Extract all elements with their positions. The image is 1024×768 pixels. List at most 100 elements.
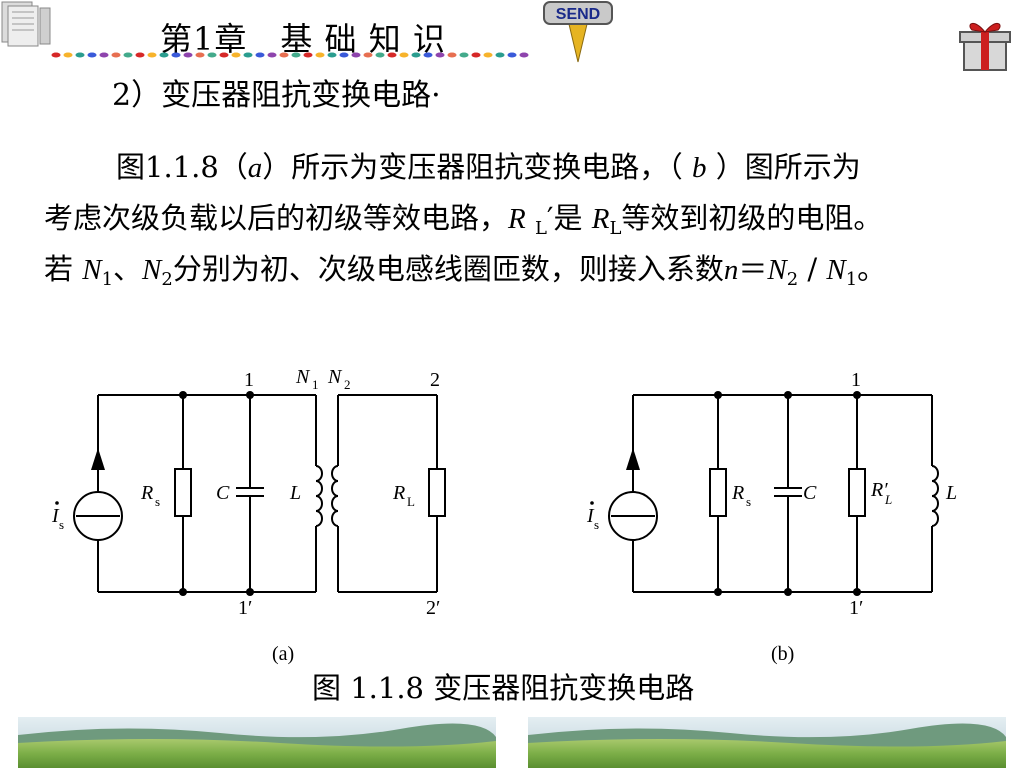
node-label: 1′ — [238, 597, 252, 619]
rl-prime-label: R′ — [870, 479, 888, 501]
rs-label: R — [140, 482, 153, 504]
text-span: 图1.1.8（ — [116, 150, 248, 184]
decorative-dot — [447, 52, 457, 58]
source-sub: s — [59, 517, 64, 532]
decorative-dot — [507, 52, 517, 58]
decorative-dot — [327, 52, 337, 58]
source-sub: s — [594, 517, 599, 532]
decorative-dot — [183, 52, 193, 58]
decorative-dot — [351, 52, 361, 58]
node-label: 2′ — [426, 597, 440, 619]
decorative-dot — [171, 52, 181, 58]
text-span: 。 — [857, 252, 887, 286]
source-arrow-b — [626, 448, 640, 470]
var-b: b — [692, 152, 707, 184]
rs-label: R — [731, 482, 744, 504]
node-label: 1 — [851, 369, 861, 391]
resistor-rs-a — [174, 468, 192, 517]
c-label: C — [216, 482, 230, 504]
text-span: ）图所示为 — [706, 150, 861, 184]
source-dot — [590, 501, 594, 505]
book-icon — [1, 1, 51, 47]
paragraph-line-2: 考虑次级负载以后的初级等效电路，R L′是 RL等效到初级的电阻。 — [44, 193, 1024, 244]
decorative-dot — [399, 52, 409, 58]
resistor-rl-prime-b — [848, 468, 866, 517]
n2-label: N — [327, 366, 343, 388]
l-label: L — [945, 482, 957, 504]
decorative-dot — [231, 52, 241, 58]
text-span: ′是 — [546, 201, 592, 235]
var-r: R — [508, 203, 526, 235]
caption-a: (a) — [272, 643, 294, 665]
inductor-primary-a — [315, 465, 323, 527]
decorative-dot — [411, 52, 421, 58]
source-arrow-a — [91, 448, 105, 470]
decorative-dot — [147, 52, 157, 58]
paragraph-line-1: 图1.1.8（a）所示为变压器阻抗变换电路，（ b ）图所示为 — [44, 142, 1024, 193]
node-label: 2 — [430, 369, 440, 391]
var-n: N — [826, 254, 846, 286]
decorative-dot — [459, 52, 469, 58]
decorative-dot — [219, 52, 229, 58]
rl-label: R — [392, 482, 405, 504]
decorative-dot — [195, 52, 205, 58]
decorative-dot — [75, 52, 85, 58]
decorative-dot — [435, 52, 445, 58]
decorative-dot — [207, 52, 217, 58]
subscript: L — [609, 218, 622, 239]
var-a: a — [247, 152, 263, 184]
landscape-image-right — [528, 717, 1006, 768]
var-n: N — [142, 254, 162, 286]
figure-caption: 图 1.1.8 变压器阻抗变换电路 — [312, 671, 695, 705]
decorative-dotted-line — [51, 52, 529, 58]
caption-b: (b) — [771, 643, 794, 665]
description-paragraph: 图1.1.8（a）所示为变压器阻抗变换电路，（ b ）图所示为 考虑次级负载以后… — [44, 142, 1024, 295]
subscript: 2 — [161, 269, 173, 290]
node-label: 1′ — [849, 597, 863, 619]
decorative-dot — [519, 52, 529, 58]
inductor-b — [931, 465, 939, 527]
rl-sub: L — [407, 494, 415, 509]
var-n: n — [723, 254, 739, 286]
gift-icon[interactable] — [956, 16, 1014, 74]
junction-dots — [179, 391, 861, 596]
decorative-dot — [471, 52, 481, 58]
send-button[interactable]: SEND — [540, 0, 616, 66]
resistor-rl-a — [428, 468, 446, 517]
decorative-dot — [363, 52, 373, 58]
node-label: 1 — [244, 369, 254, 391]
text-span: 分别为初、次级电感线圈匝数，则接入系数 — [172, 252, 724, 286]
n1-sub: 1 — [312, 377, 319, 392]
circuit-a — [73, 394, 446, 593]
circuit-diagrams: 1 2 1′ 2′ N 1 N 2 I s R s C L R L (a) 1 … — [51, 366, 957, 665]
decorative-dot — [483, 52, 493, 58]
text-span: 等效到初级的电阻。 — [621, 201, 883, 235]
decorative-dot — [63, 52, 73, 58]
source-label: I — [51, 505, 60, 527]
text-span: / — [798, 252, 827, 286]
decorative-dot — [303, 52, 313, 58]
rl-prime-sub: L — [884, 492, 892, 507]
paragraph-line-3: 若 N1、N2分别为初、次级电感线圈匝数，则接入系数n＝N2 / N1。 — [44, 244, 1024, 295]
source-label: I — [586, 505, 595, 527]
c-label: C — [803, 482, 817, 504]
decorative-dot — [315, 52, 325, 58]
subscript: 1 — [101, 269, 114, 290]
text-span: 考虑次级负载以后的初级等效电路， — [44, 201, 509, 235]
decorative-dot — [87, 52, 97, 58]
send-label: SEND — [556, 6, 600, 23]
text-span: ＝ — [738, 252, 768, 286]
l-label: L — [289, 482, 301, 504]
var-r: R — [591, 203, 610, 235]
text-span: 、 — [113, 252, 143, 286]
circuit-b — [608, 394, 939, 593]
n1-label: N — [295, 366, 311, 388]
decorative-dot — [279, 52, 289, 58]
decorative-dot — [291, 52, 301, 58]
rs-sub: s — [155, 494, 160, 509]
chapter-title: 第1章 基 础 知 识 — [160, 20, 446, 58]
text-span: 若 — [44, 252, 83, 286]
decorative-dot — [135, 52, 145, 58]
decorative-dot — [99, 52, 109, 58]
decorative-dot — [495, 52, 505, 58]
